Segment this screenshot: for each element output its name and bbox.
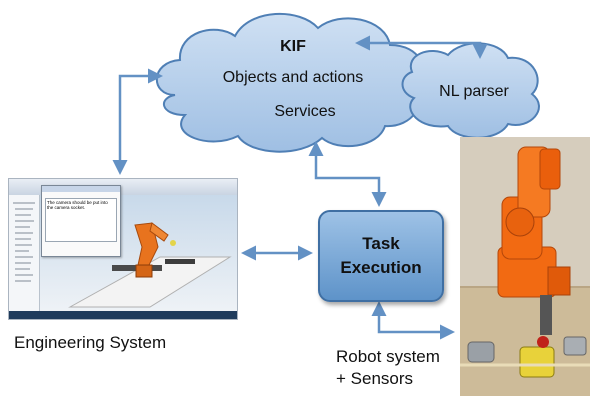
project-tree-panel xyxy=(9,195,40,311)
task-robot-arrow xyxy=(371,301,455,340)
task-execution-box: Task Execution xyxy=(318,210,444,302)
engineering-system-screenshot: The camera should be put into the camera… xyxy=(8,178,238,320)
kif-title: KIF xyxy=(280,38,306,55)
cloud-engineering-arrow xyxy=(112,68,163,175)
objects-actions-label: Objects and actions xyxy=(223,69,364,86)
engineering-system-caption: Engineering System xyxy=(14,333,167,352)
dialog-titlebar xyxy=(42,186,120,192)
services-label: Services xyxy=(274,103,335,120)
robot-arm xyxy=(497,146,571,335)
task-box-line2: Execution xyxy=(340,258,422,277)
task-box-line1: Task xyxy=(362,234,400,253)
robot-system-caption-line2: + Sensors xyxy=(336,369,414,388)
robot-system-caption-line1: Robot system xyxy=(336,347,440,366)
cloud-task-arrow xyxy=(308,141,387,207)
os-taskbar xyxy=(9,311,237,319)
nl-parser-label: NL parser xyxy=(439,83,509,100)
instruction-dialog: The camera should be put into the camera… xyxy=(41,185,121,257)
instruction-text: The camera should be put into the camera… xyxy=(45,198,117,242)
robot-photo xyxy=(460,137,590,396)
kif-parser-arrow xyxy=(355,35,488,59)
